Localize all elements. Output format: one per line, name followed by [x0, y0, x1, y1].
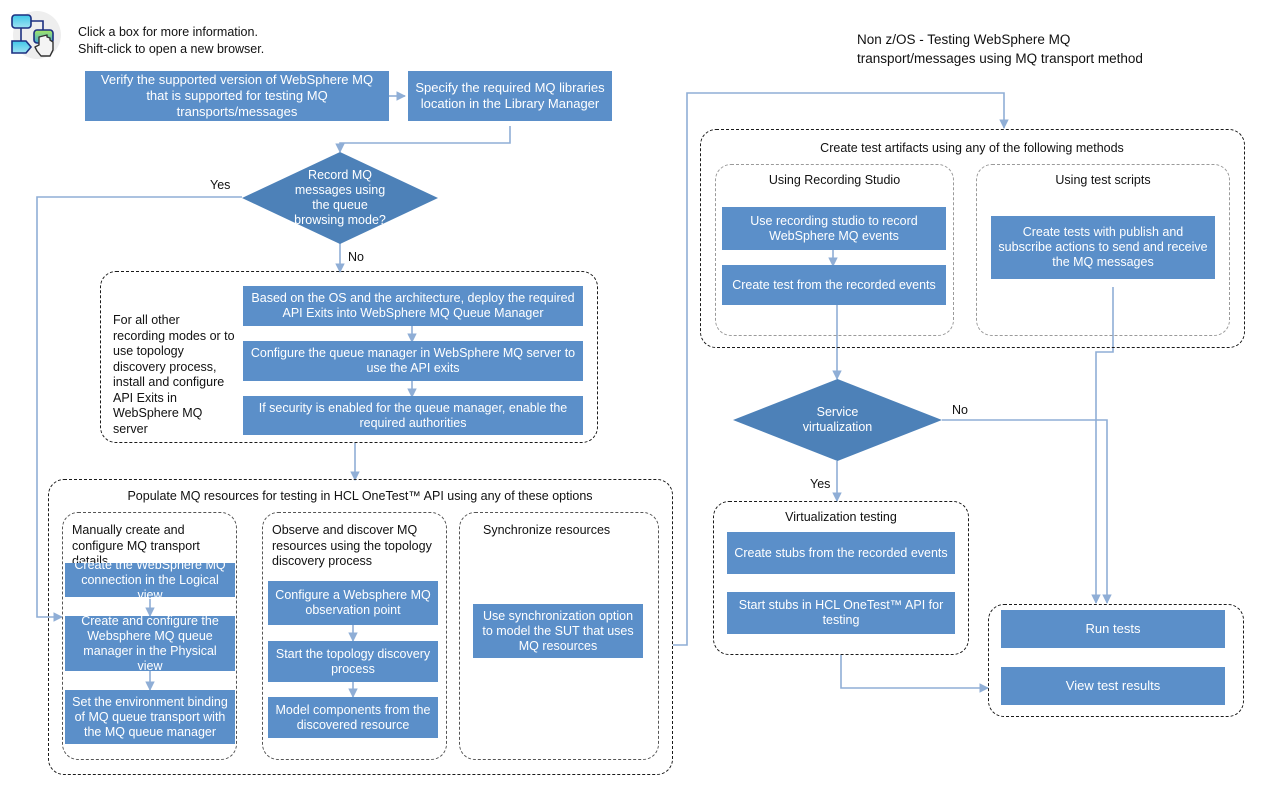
- step-use-recording-studio[interactable]: Use recording studio to record WebSphere…: [722, 207, 946, 250]
- group-test-scripts: [976, 164, 1230, 336]
- flowchart-click-icon: [6, 8, 64, 62]
- group-artifacts-title: Create test artifacts using any of the f…: [820, 141, 1124, 155]
- group-manual-title: Manually create and configure MQ transpo…: [72, 523, 200, 568]
- diagram-title: Non z/OS - Testing WebSphere MQ transpor…: [857, 30, 1257, 68]
- group-virtualization-testing: [713, 501, 969, 655]
- group-api-exits: [100, 271, 598, 443]
- step-set-environment-binding[interactable]: Set the environment binding of MQ queue …: [65, 690, 235, 744]
- step-run-tests[interactable]: Run tests: [1001, 610, 1225, 648]
- group-virtualization-title: Virtualization testing: [785, 510, 897, 524]
- edge-label-yes-record: Yes: [210, 178, 231, 192]
- group-create-test-artifacts: [700, 129, 1245, 348]
- group-observe-title: Observe and discover MQ resources using …: [272, 523, 432, 568]
- group-populate-mq-resources: [48, 479, 673, 775]
- step-create-queue-manager-physical[interactable]: Create and configure the Websphere MQ qu…: [65, 614, 235, 673]
- step-create-stubs[interactable]: Create stubs from the recorded events: [727, 532, 955, 574]
- api-exits-side-note: For all other recording modes or to use …: [113, 313, 235, 436]
- group-recording-studio: [715, 164, 954, 336]
- step-use-synchronization-option[interactable]: Use synchronization option to model the …: [473, 604, 643, 658]
- group-manual-transport: [62, 512, 237, 760]
- step-start-stubs[interactable]: Start stubs in HCL OneTest™ API for test…: [727, 592, 955, 634]
- group-test-scripts-title: Using test scripts: [1055, 173, 1151, 187]
- diagram-title-line-1: Non z/OS - Testing WebSphere MQ: [857, 32, 1071, 47]
- step-create-test-recorded[interactable]: Create test from the recorded events: [722, 265, 946, 305]
- group-observe-discover: [262, 512, 447, 760]
- step-deploy-api-exits[interactable]: Based on the OS and the architecture, de…: [243, 286, 583, 326]
- step-enable-authorities[interactable]: If security is enabled for the queue man…: [243, 396, 583, 435]
- step-create-tests-pubsub[interactable]: Create tests with publish and subscribe …: [991, 216, 1215, 279]
- decision-service-virtualization[interactable]: Service virtualization: [733, 379, 942, 461]
- hint-line-1: Click a box for more information.: [78, 25, 258, 39]
- hint-line-2: Shift-click to open a new browser.: [78, 42, 265, 56]
- decision-record-mq[interactable]: Record MQ messages using the queue brows…: [242, 152, 438, 244]
- group-run-tests: [988, 604, 1244, 717]
- edge-label-yes-virtualization: Yes: [810, 477, 831, 491]
- group-recording-studio-title: Using Recording Studio: [768, 173, 901, 187]
- edge-label-no-record: No: [348, 250, 364, 264]
- edge-label-no-virtualization: No: [952, 403, 968, 417]
- hint-text: Click a box for more information. Shift-…: [78, 24, 264, 58]
- diagram-title-line-2: transport/messages using MQ transport me…: [857, 51, 1143, 66]
- group-populate-title: Populate MQ resources for testing in HCL…: [127, 489, 593, 503]
- step-configure-observation-point[interactable]: Configure a Websphere MQ observation poi…: [268, 581, 438, 625]
- step-start-topology-discovery[interactable]: Start the topology discovery process: [268, 641, 438, 682]
- group-synchronize-title: Synchronize resources: [483, 523, 611, 537]
- step-create-mq-connection[interactable]: Create the WebSphere MQ connection in th…: [65, 558, 235, 602]
- step-configure-queue-manager[interactable]: Configure the queue manager in WebSphere…: [243, 341, 583, 381]
- decision-service-virtualization-label: Service virtualization: [802, 405, 873, 434]
- step-model-components[interactable]: Model components from the discovered res…: [268, 697, 438, 738]
- step-view-test-results[interactable]: View test results: [1001, 667, 1225, 705]
- step-verify-version[interactable]: Verify the supported version of WebSpher…: [85, 71, 389, 121]
- decision-record-mq-label: Record MQ messages using the queue brows…: [294, 168, 386, 227]
- step-specify-libraries[interactable]: Specify the required MQ libraries locati…: [408, 71, 612, 121]
- group-synchronize-resources: [459, 512, 659, 760]
